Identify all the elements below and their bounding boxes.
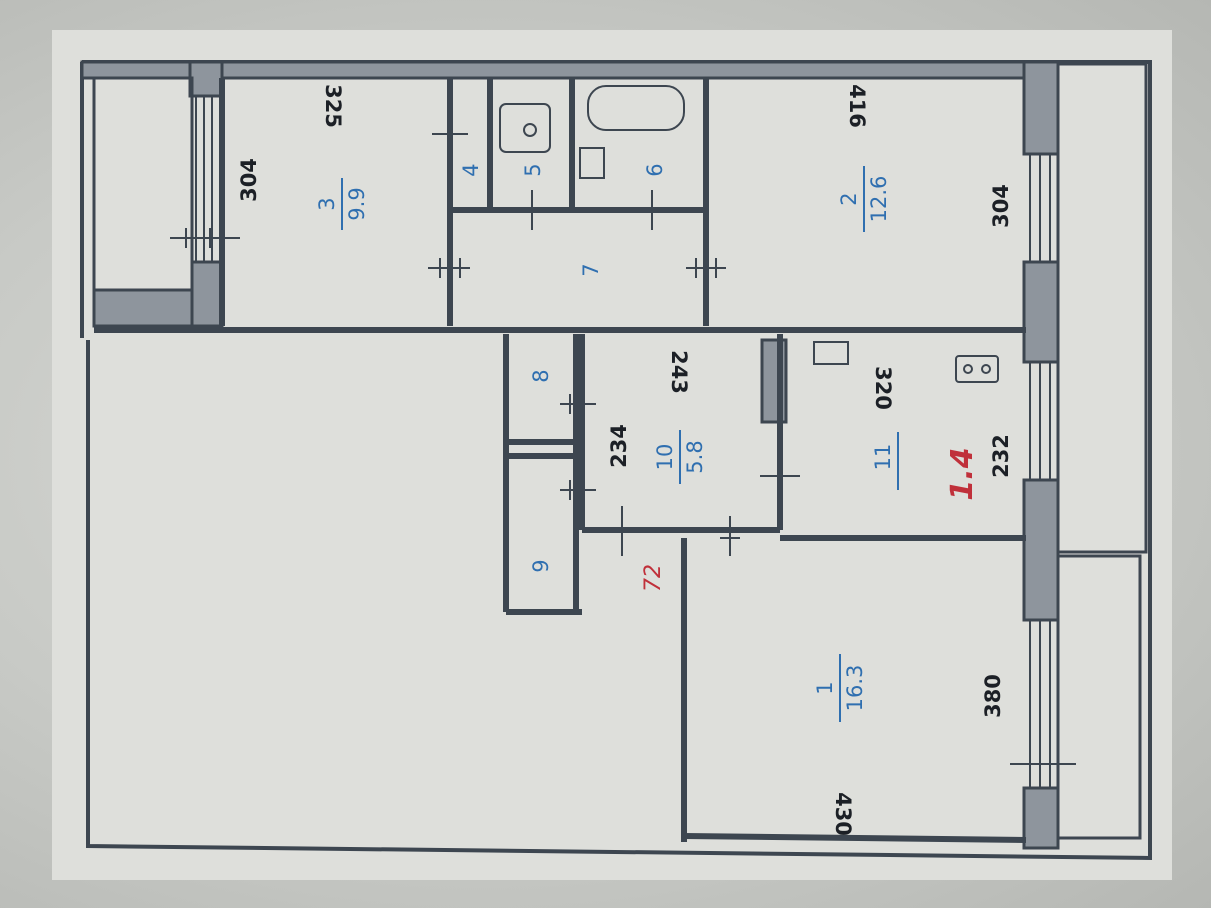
dimension-234: 234 bbox=[607, 424, 631, 468]
room-10-area: 5.8 bbox=[683, 440, 707, 473]
dimension-380: 380 bbox=[981, 674, 1005, 718]
dimension-304-right: 304 bbox=[989, 184, 1013, 228]
room-3-number: 3 bbox=[315, 197, 339, 210]
dimension-232: 232 bbox=[989, 434, 1013, 478]
room-labels: 3 9.9 2 12.6 1 16.3 10 5.8 11 4 5 6 7 8 … bbox=[315, 163, 899, 722]
handwritten-note: 1.4 bbox=[945, 447, 980, 500]
dimension-243: 243 bbox=[667, 350, 691, 394]
door-ticks bbox=[170, 124, 1076, 765]
room-7-number: 7 bbox=[579, 263, 603, 276]
room-2-area: 12.6 bbox=[867, 176, 891, 223]
paper-sheet bbox=[52, 30, 1172, 880]
room-8-number: 8 bbox=[529, 369, 553, 382]
sink bbox=[579, 147, 605, 179]
room-6-number: 6 bbox=[643, 163, 667, 176]
dimension-416: 416 bbox=[845, 84, 869, 128]
room-5-number: 5 bbox=[521, 163, 545, 176]
bathtub bbox=[587, 85, 685, 131]
window-top-left bbox=[195, 96, 213, 262]
room-2-number: 2 bbox=[837, 192, 861, 205]
room-9-number: 9 bbox=[529, 559, 553, 572]
room-3-area: 9.9 bbox=[345, 187, 369, 220]
dimension-325: 325 bbox=[321, 84, 345, 128]
room-11-number: 11 bbox=[871, 444, 895, 471]
toilet bbox=[499, 103, 551, 153]
handwritten-72: 72 bbox=[641, 564, 666, 592]
stove bbox=[955, 355, 999, 383]
dimension-304-left: 304 bbox=[237, 158, 261, 202]
dimension-320: 320 bbox=[871, 366, 895, 410]
room-1-area: 16.3 bbox=[843, 665, 867, 712]
balconies bbox=[92, 62, 1148, 840]
room-4-number: 4 bbox=[459, 163, 483, 176]
handwritten-notes: 72 1.4 bbox=[641, 447, 980, 592]
windows-right bbox=[1029, 154, 1051, 788]
room-1-number: 1 bbox=[813, 681, 837, 694]
kitchen-sink bbox=[813, 341, 849, 365]
interior-walls bbox=[94, 78, 1027, 843]
dimension-430: 430 bbox=[831, 792, 855, 836]
dimension-labels: 325 304 416 304 243 234 320 232 380 430 bbox=[237, 84, 1013, 836]
wall-blocks bbox=[80, 60, 1060, 850]
room-10-number: 10 bbox=[653, 444, 677, 471]
